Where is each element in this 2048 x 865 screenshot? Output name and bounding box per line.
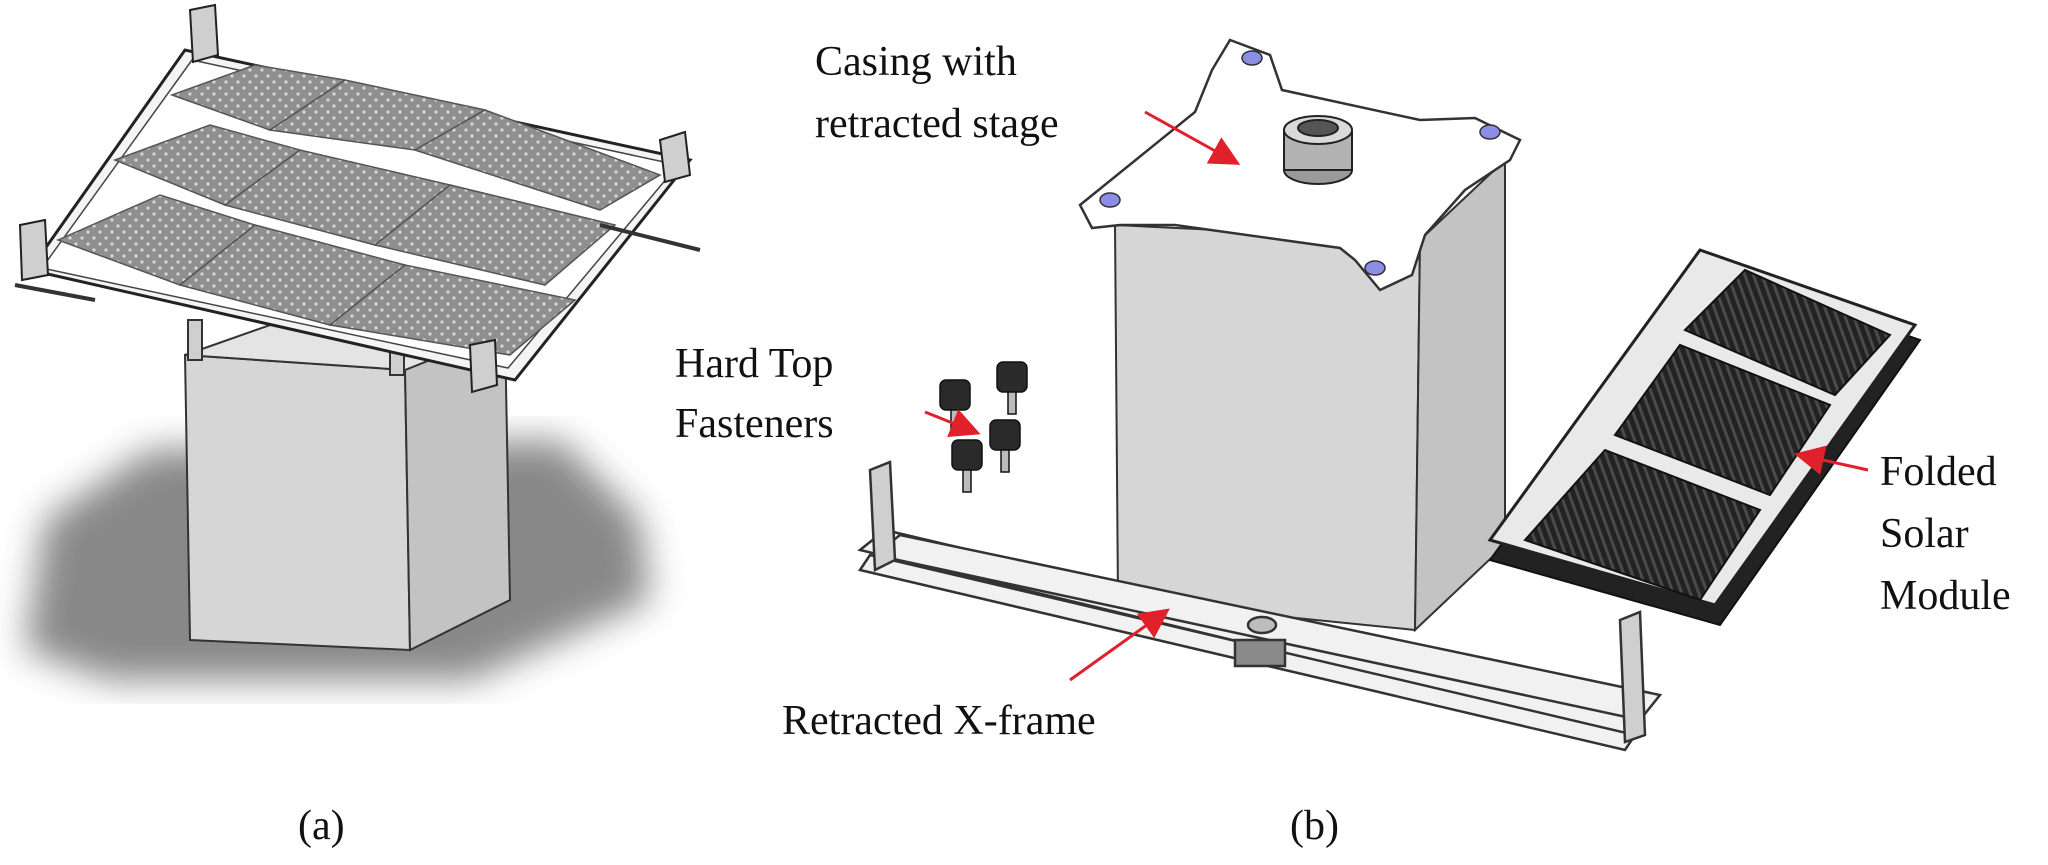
annotation-arrows [924, 110, 1869, 682]
fasteners-arrow [924, 409, 981, 438]
corner-brackets [18, 3, 692, 394]
solar-label-line2: Solar [1880, 511, 1969, 557]
panel-b-stowed-components [857, 38, 1922, 752]
solar-label-line1: Folded [1880, 449, 1997, 495]
fastener-4 [951, 439, 983, 493]
fastener-2 [996, 361, 1028, 415]
xframe-label: Retracted X-frame [782, 698, 1096, 744]
fasteners-label-line1: Hard Top [675, 341, 834, 387]
solar-cells [56, 64, 662, 356]
casing-arrow [1144, 110, 1241, 165]
retracted-x-frame [857, 460, 1663, 752]
solar-arrow [1794, 445, 1869, 475]
panel-a-deployed-assembly [14, 3, 701, 680]
folded-solar-module [1487, 248, 1922, 627]
retracted-stage [1283, 115, 1353, 185]
casing-label-line2: retracted stage [815, 101, 1059, 147]
hard-top-fasteners [939, 361, 1028, 493]
deployed-solar-array [14, 3, 701, 394]
panel-b-caption: (b) [1290, 803, 1339, 849]
panel-a-caption: (a) [298, 803, 345, 849]
fasteners-label-line2: Fasteners [675, 401, 834, 447]
casing-label-line1: Casing with [815, 39, 1017, 85]
casing-box-b [1113, 157, 1506, 633]
folded-solar-cells [1523, 268, 1892, 602]
solar-label-line3: Module [1880, 573, 2011, 619]
mount-points [1099, 50, 1501, 276]
fastener-3 [989, 419, 1021, 473]
xframe-arrow [1069, 608, 1170, 682]
